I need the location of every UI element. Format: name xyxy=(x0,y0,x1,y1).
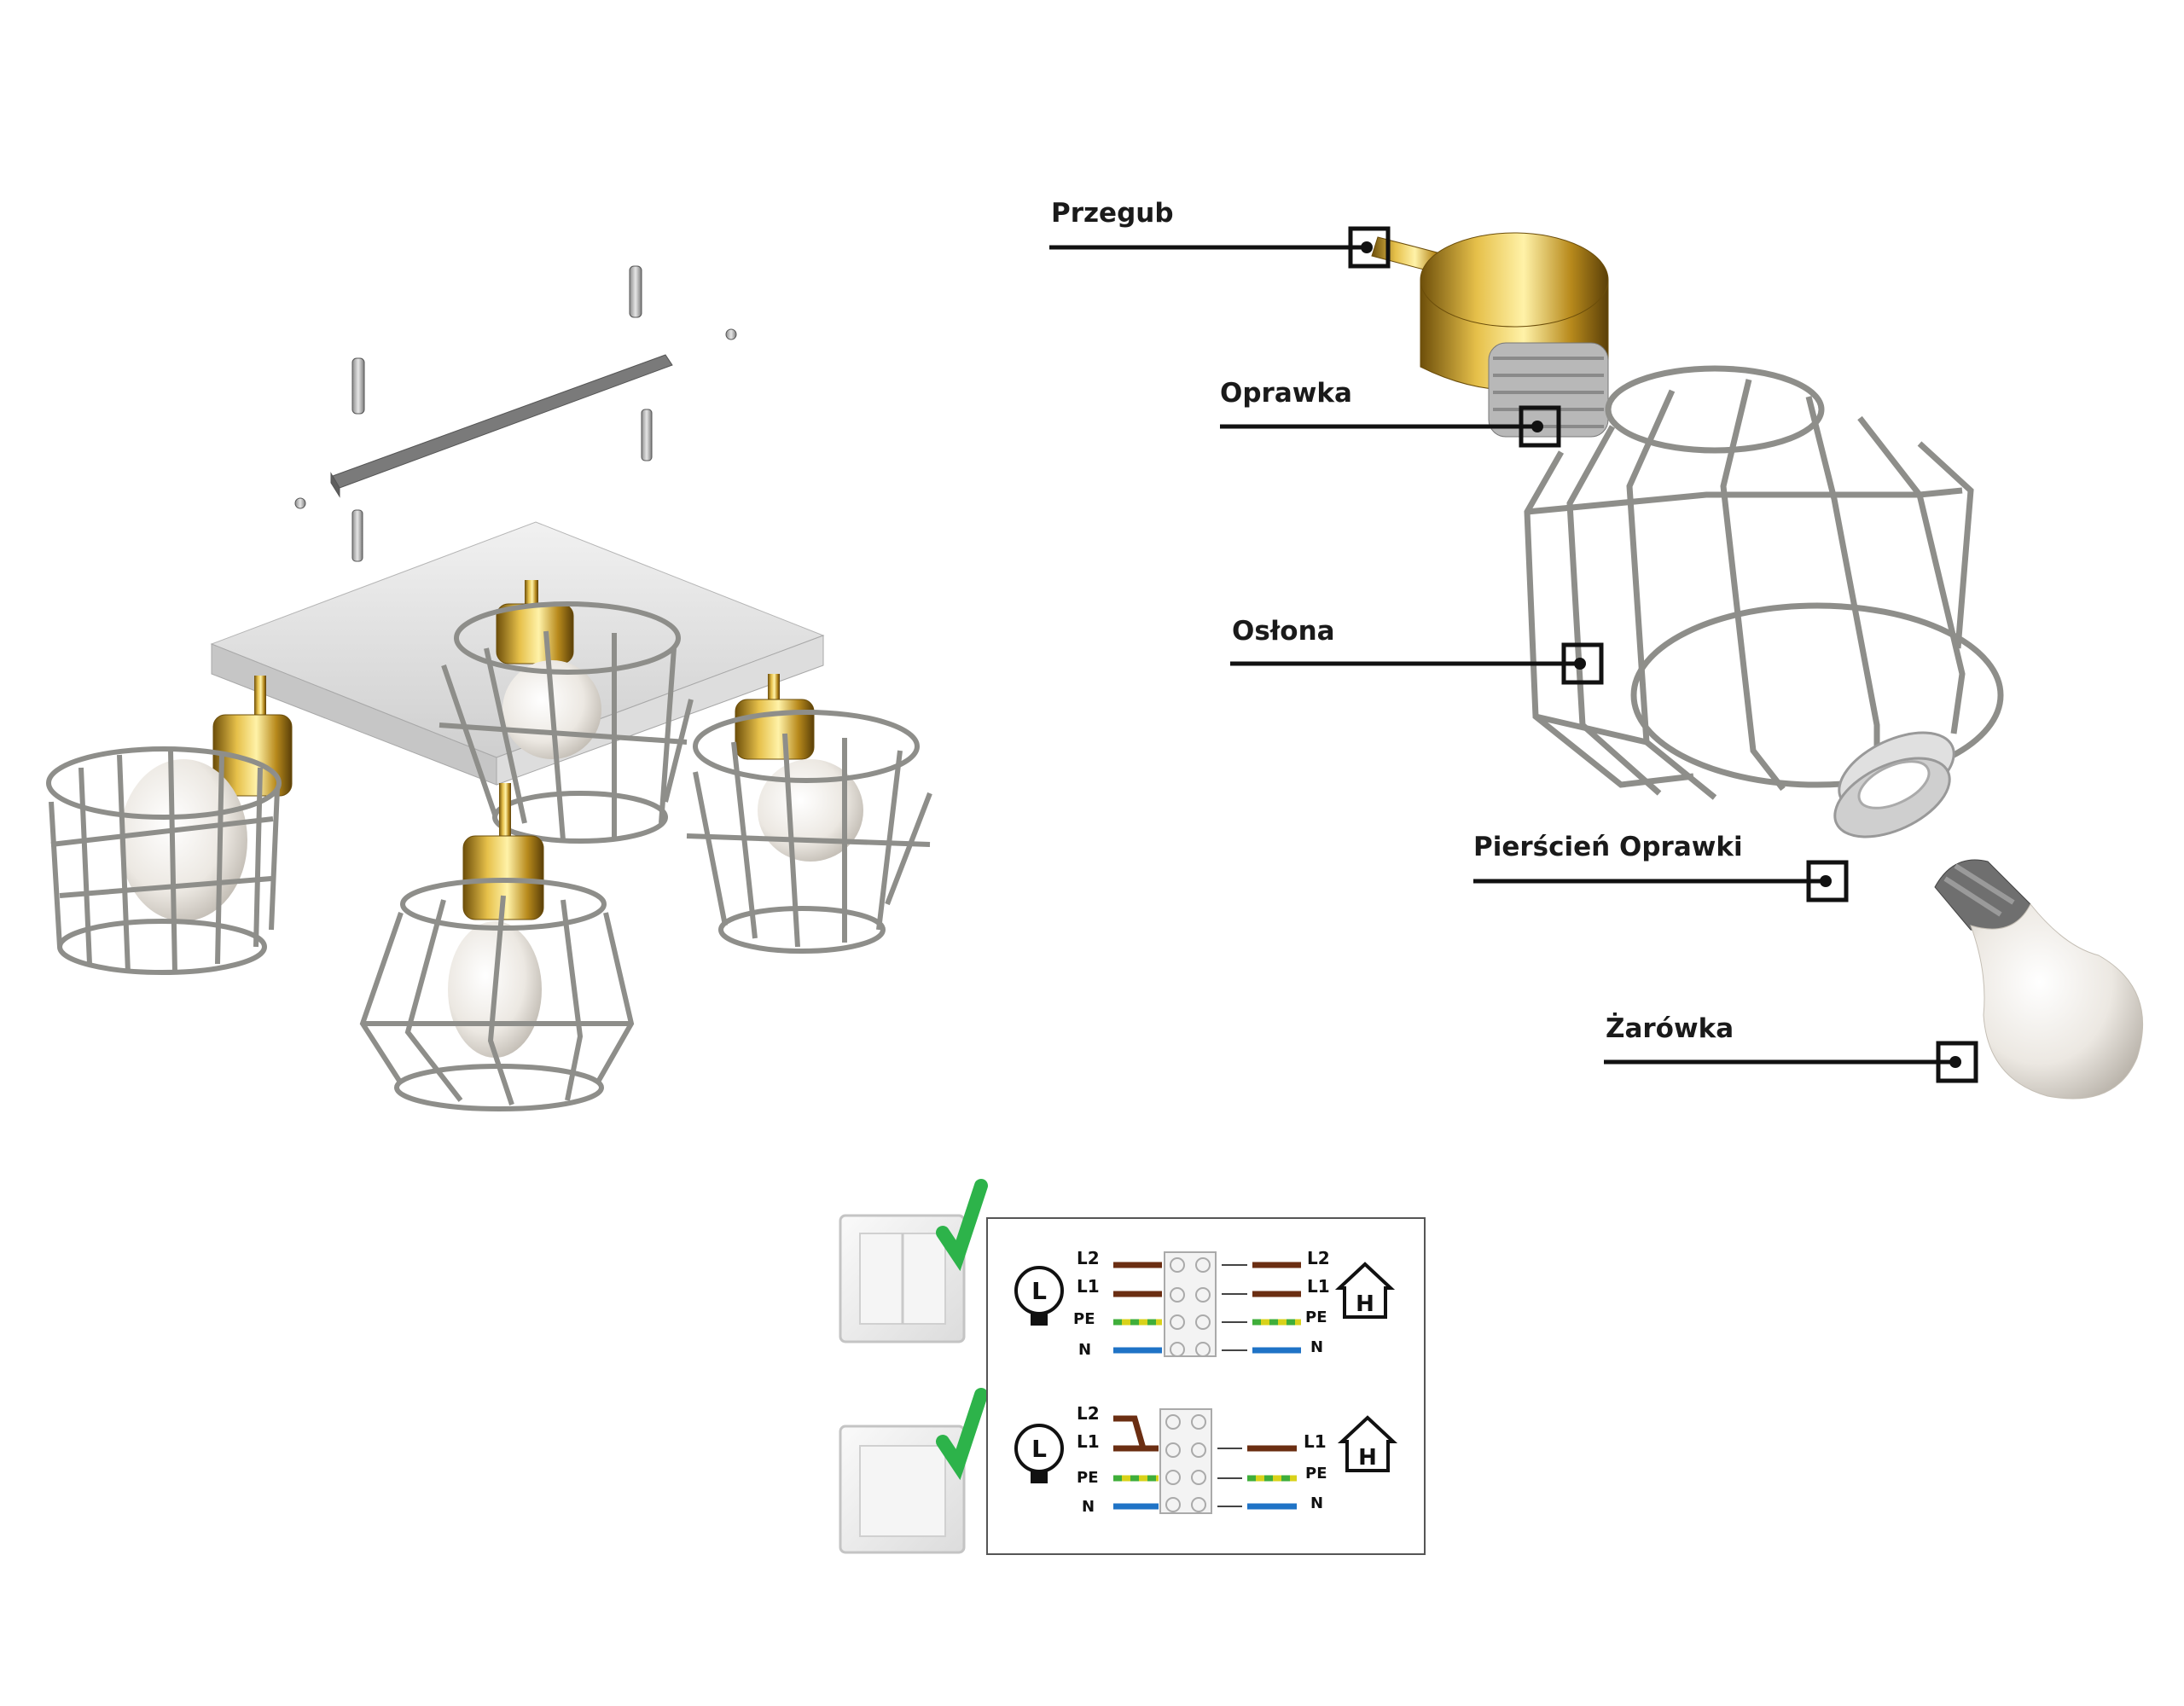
svg-text:N: N xyxy=(1078,1341,1091,1359)
svg-text:L1: L1 xyxy=(1077,1431,1100,1452)
label-oprawka: Oprawka xyxy=(1220,378,1352,409)
single-switch xyxy=(839,1425,966,1554)
marker-shade xyxy=(1561,642,1604,685)
label-pierscien-oprawki: Pierścień Oprawki xyxy=(1473,832,1743,862)
label-zarowka: Żarówka xyxy=(1606,1013,1734,1044)
mounting-hardware xyxy=(294,265,737,562)
svg-text:L: L xyxy=(1031,1435,1047,1463)
label-przegub: Przegub xyxy=(1051,198,1174,229)
lamp-top xyxy=(439,580,694,844)
callout-leaders xyxy=(1049,226,1978,1083)
home-icon xyxy=(1337,1415,1398,1472)
svg-text:H: H xyxy=(1358,1445,1377,1471)
terminal-block xyxy=(1164,1251,1217,1357)
label-oslona: Osłona xyxy=(1232,616,1335,647)
svg-text:PE: PE xyxy=(1305,1309,1327,1326)
bulb-part xyxy=(1934,859,2143,1100)
marker-ring xyxy=(1806,860,1849,902)
marker-socket xyxy=(1519,405,1561,448)
svg-text:PE: PE xyxy=(1073,1310,1095,1328)
svg-text:PE: PE xyxy=(1077,1469,1099,1487)
lamp-symbol-letter: L xyxy=(1031,1277,1047,1305)
svg-text:L2: L2 xyxy=(1077,1403,1100,1424)
lamp-right xyxy=(686,674,932,954)
wiring-diagram-double: L L2 L1 xyxy=(1014,1248,1396,1359)
svg-text:N: N xyxy=(1310,1494,1323,1512)
double-switch xyxy=(839,1214,966,1343)
marker-bulb xyxy=(1936,1041,1978,1083)
svg-text:L1: L1 xyxy=(1077,1276,1100,1297)
svg-text:PE: PE xyxy=(1305,1465,1327,1483)
check-icon xyxy=(936,1179,988,1272)
check-icon xyxy=(936,1388,988,1481)
cage-shade xyxy=(1524,365,2004,800)
socket-ring-part xyxy=(1833,731,1955,838)
wiring-diagram-single: L L2 L1 PE xyxy=(1014,1403,1398,1516)
svg-text:L2: L2 xyxy=(1077,1248,1100,1268)
home-icon xyxy=(1334,1262,1396,1319)
svg-text:H: H xyxy=(1356,1291,1374,1317)
lamp-bottom xyxy=(359,783,635,1111)
lamp-left xyxy=(46,676,293,975)
threaded-socket xyxy=(1488,342,1609,438)
terminal-block xyxy=(1159,1408,1212,1514)
exploded-view xyxy=(1049,226,2143,1100)
svg-text:N: N xyxy=(1310,1338,1323,1356)
svg-text:L1: L1 xyxy=(1307,1276,1330,1297)
svg-text:L2: L2 xyxy=(1307,1248,1330,1268)
assembled-fixture xyxy=(46,265,932,1111)
svg-text:L1: L1 xyxy=(1304,1431,1327,1452)
marker-joint xyxy=(1348,226,1391,269)
svg-text:N: N xyxy=(1082,1498,1095,1516)
wiring-section: L L2 L1 xyxy=(839,1179,1426,1555)
